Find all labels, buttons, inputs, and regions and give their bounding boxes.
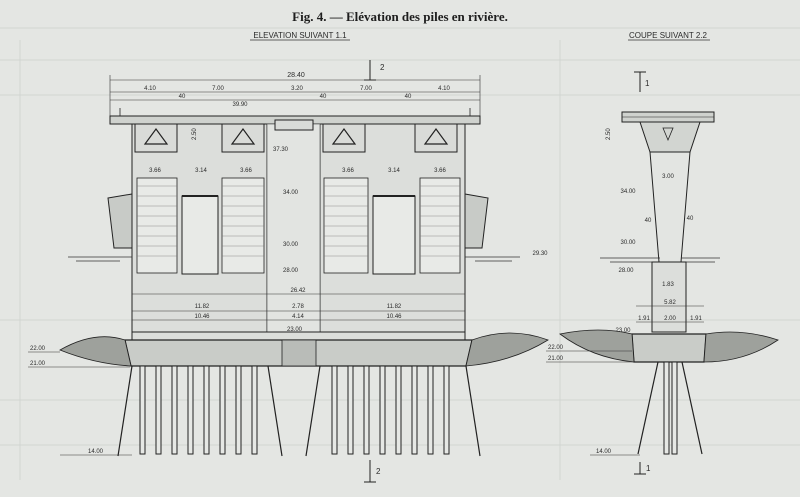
dim-span-d: 4.10 — [438, 86, 450, 92]
dim-inner-a: 10.46 — [194, 314, 210, 320]
dim-cell-c: 3.66 — [240, 168, 252, 174]
dim-width-base: 26.42 — [290, 288, 306, 294]
section-level-23: 23.00 — [615, 328, 631, 334]
section-view-title: COUPE SUIVANT 2.2 — [629, 31, 708, 40]
level-22-00: 22.00 — [30, 346, 46, 352]
section-level-30: 30.00 — [620, 240, 636, 246]
section-width-top: 3.00 — [662, 174, 674, 180]
elevation-view-title: ELEVATION SUIVANT 1.1 — [253, 31, 347, 40]
dim-footing-mid: 2.78 — [292, 304, 304, 310]
figure-title: Fig. 4. — Elévation des piles en rivière… — [292, 9, 508, 24]
dim-span-mid: 3.20 — [291, 86, 303, 92]
section-taper-left: 40 — [645, 218, 652, 224]
section-base-left: 1.91 — [638, 316, 650, 322]
dim-inner-mid: 4.14 — [292, 314, 304, 320]
section-base-mid: 2.00 — [664, 316, 676, 322]
elevation-view: 2 28.40 4.10 40 7.00 3.20 40 7.00 40 4.1… — [28, 60, 549, 483]
dim-gap-b: 40 — [320, 94, 327, 100]
level-34-00: 34.00 — [283, 190, 299, 196]
section-level-28: 28.00 — [618, 268, 634, 274]
dim-deck-width: 39.90 — [232, 102, 248, 108]
section-taper-right: 40 — [687, 216, 694, 222]
dim-gap-a: 40 — [179, 94, 186, 100]
section-width-base: 5.82 — [664, 300, 676, 306]
section-view: 1 2.50 3.00 34.00 40 40 30.00 29.30 — [532, 71, 779, 475]
dim-cell-f: 3.66 — [434, 168, 446, 174]
section-base-right: 1.91 — [690, 316, 702, 322]
dim-cell-e: 3.14 — [388, 168, 400, 174]
dim-span-b: 7.00 — [212, 86, 224, 92]
dim-inner-b: 10.46 — [386, 314, 402, 320]
level-21-00: 21.00 — [30, 361, 46, 367]
dim-beam-depth: 2.50 — [192, 128, 198, 140]
section-mark-1-top: 1 — [645, 79, 650, 88]
section-level-21: 21.00 — [548, 356, 564, 362]
level-37-30: 37.30 — [273, 147, 289, 153]
section-mark-1-bottom: 1 — [646, 464, 651, 473]
section-level-34: 34.00 — [620, 189, 636, 195]
section-mark-bottom: 2 — [376, 467, 381, 476]
section-level-14: 14.00 — [596, 449, 612, 455]
dim-cell-b: 3.14 — [195, 168, 207, 174]
level-14-00: 14.00 — [88, 449, 104, 455]
level-29-30: 29.30 — [532, 251, 548, 257]
dim-cell-a: 3.66 — [149, 168, 161, 174]
dim-cell-d: 3.66 — [342, 168, 354, 174]
section-level-22: 22.00 — [548, 345, 564, 351]
dim-footing-a: 11.82 — [195, 304, 210, 310]
dim-gap-c: 40 — [405, 94, 412, 100]
dim-footing-b: 11.82 — [387, 304, 402, 310]
section-height-lower: 1.83 — [662, 282, 674, 288]
level-23-00: 23.00 — [287, 327, 303, 333]
level-30-00: 30.00 — [283, 242, 299, 248]
level-28-00: 28.00 — [283, 268, 299, 274]
dim-total-width: 28.40 — [287, 72, 305, 79]
section-mark-top: 2 — [380, 63, 385, 72]
dim-span-c: 7.00 — [360, 86, 372, 92]
dim-span-a: 4.10 — [144, 86, 156, 92]
section-dim-beam-depth: 2.50 — [606, 128, 612, 140]
